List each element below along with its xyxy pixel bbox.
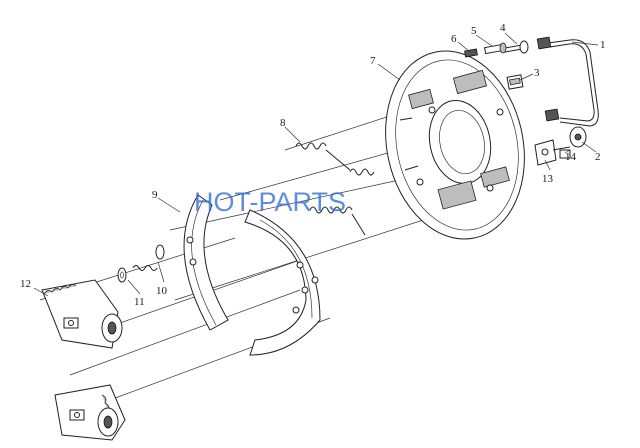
callout-11: 11	[134, 296, 145, 308]
callout-13: 13	[542, 173, 554, 185]
callout-7: 7	[370, 55, 376, 67]
callout-1: 1	[600, 39, 606, 51]
washer-11	[117, 267, 127, 283]
bolt-4	[504, 40, 529, 54]
fitting-14	[559, 149, 571, 159]
clip-3	[506, 74, 524, 90]
callout-3: 3	[534, 67, 540, 79]
callout-labels: 1 2 3 4 5 6 7 8 9 10 11 12 13 14	[20, 22, 606, 308]
callout-9: 9	[152, 189, 158, 201]
callout-6: 6	[451, 33, 457, 45]
adjuster-assembly-lower	[54, 384, 126, 441]
adjuster-assembly-upper	[41, 279, 123, 349]
callout-10: 10	[156, 285, 168, 297]
bleeder-6	[464, 48, 478, 58]
backing-plate	[385, 50, 525, 240]
leader-lines	[33, 32, 599, 297]
fitting-13	[534, 139, 571, 166]
watermark-text: HOT-PARTS	[194, 187, 346, 217]
brake-pipe	[536, 36, 599, 127]
callout-4: 4	[500, 22, 506, 34]
brake-shoe-trailing	[244, 209, 321, 356]
brake-shoe-leading	[183, 194, 229, 331]
callout-5: 5	[471, 25, 477, 37]
callout-14: 14	[565, 151, 577, 163]
callout-8: 8	[280, 117, 286, 129]
fitting-2	[569, 126, 587, 148]
return-spring-upper	[295, 142, 375, 176]
hold-down-spring-10	[132, 244, 165, 271]
callout-12: 12	[20, 278, 31, 290]
bolt-5	[484, 42, 507, 55]
callout-2: 2	[595, 151, 601, 163]
return-spring-lower	[309, 206, 366, 236]
